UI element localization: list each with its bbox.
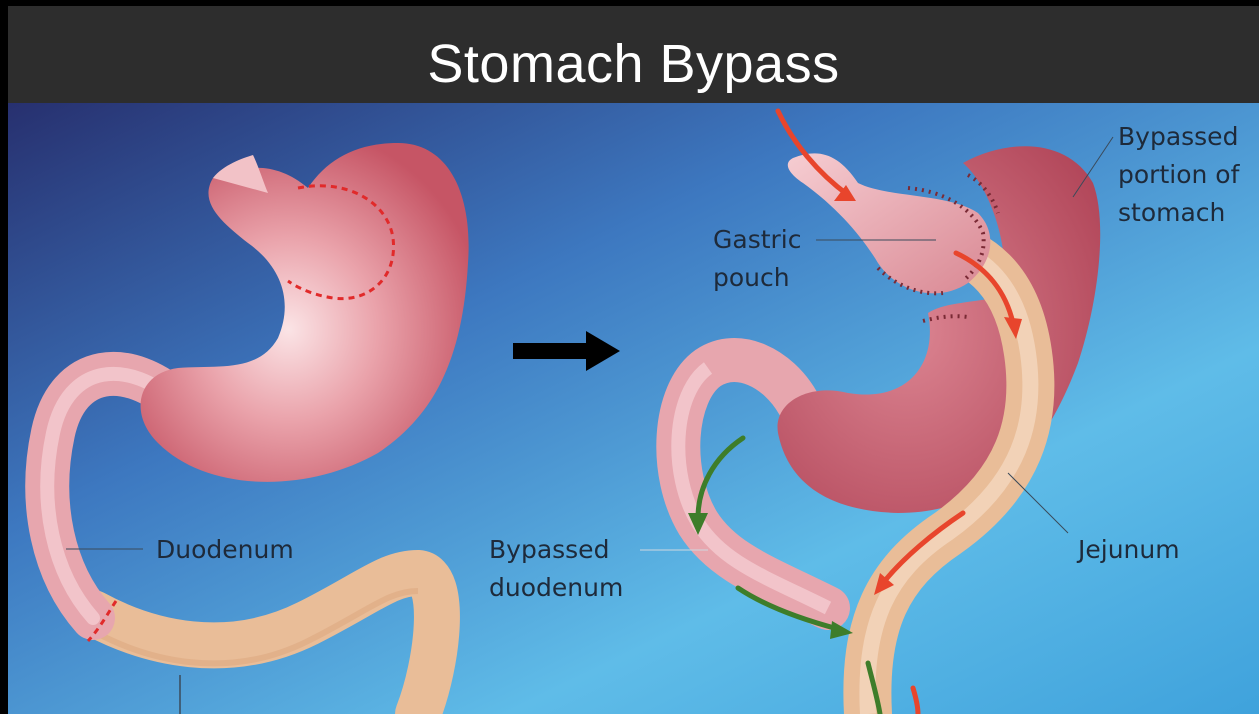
stomach-bypass-diagram: Duodenum: [8, 103, 1259, 714]
label-jejunum: Jejunum: [1076, 535, 1180, 564]
label-duodenum: Duodenum: [156, 535, 294, 564]
slide-title: Stomach Bypass: [427, 33, 839, 95]
title-bar: Stomach Bypass: [8, 6, 1259, 103]
diagram-canvas: Duodenum: [8, 103, 1259, 714]
